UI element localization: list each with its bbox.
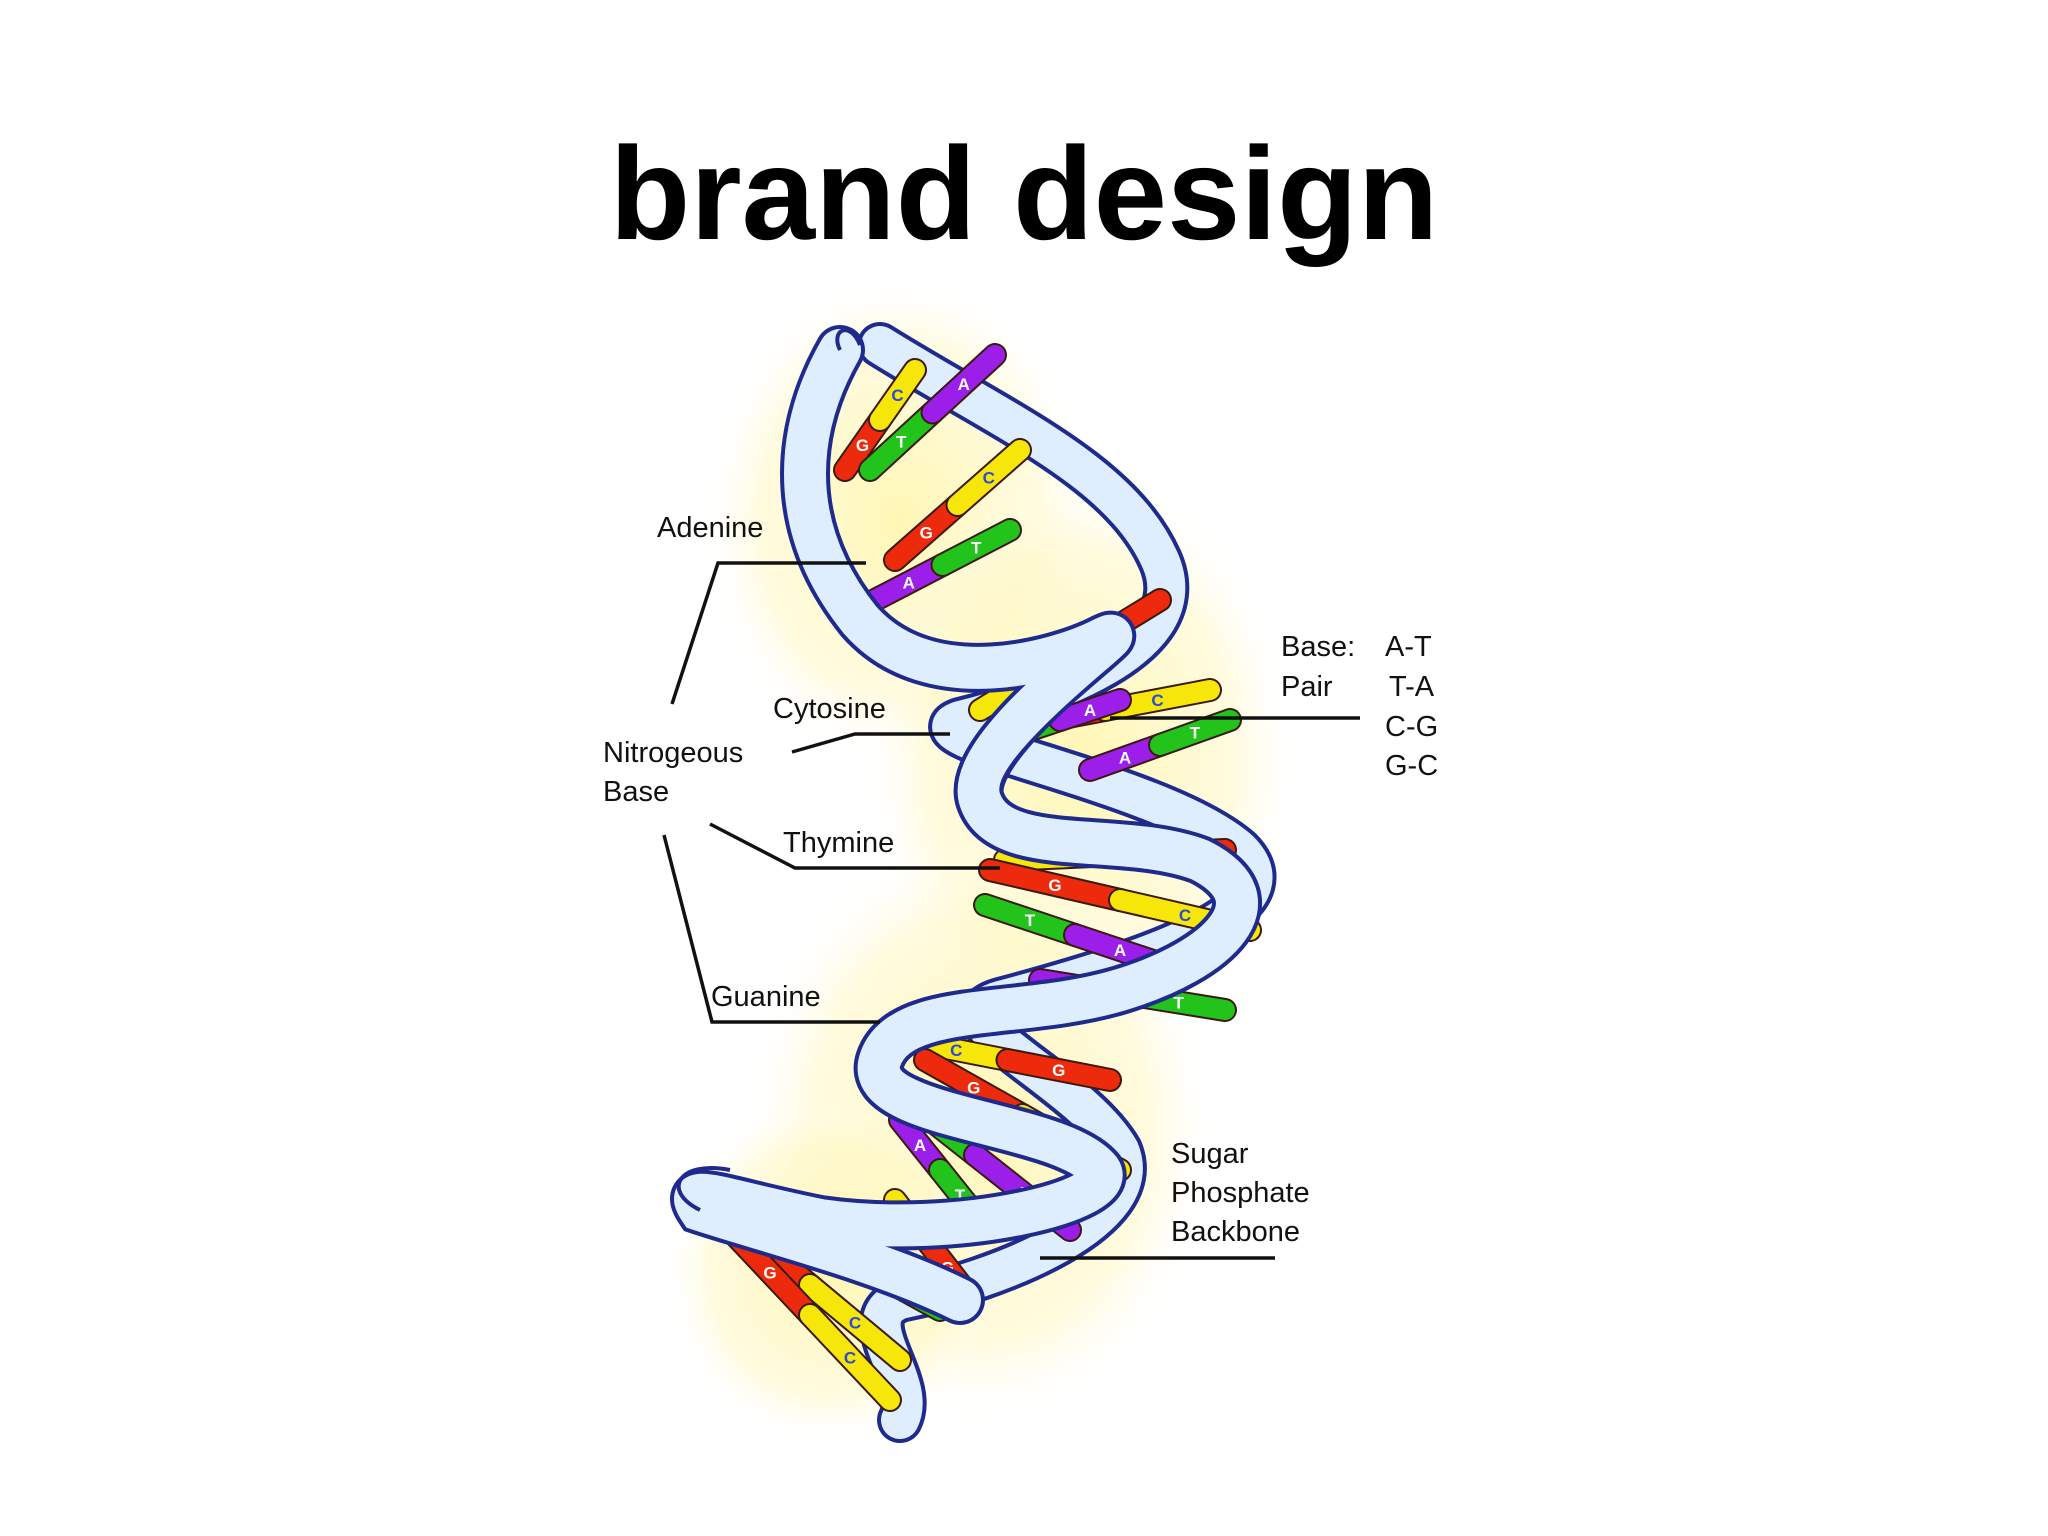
base-A <box>1080 735 1170 780</box>
label-base-pair-base: Base: <box>1281 631 1355 663</box>
base-letter: T <box>955 1186 966 1205</box>
base-letter: G <box>763 1264 776 1283</box>
base-letter: T <box>1190 724 1201 743</box>
label-cytosine: Cytosine <box>773 693 886 725</box>
base-letter: T <box>1025 911 1036 930</box>
label-base-pair-pair: Pair <box>1281 671 1333 703</box>
backbone-strand-front <box>670 325 1262 1325</box>
base-letter: G <box>1052 1061 1065 1080</box>
base-letter: G <box>1048 876 1061 895</box>
label-adenine: Adenine <box>657 512 763 544</box>
thymine-leader <box>709 822 1000 870</box>
base-letter: A <box>903 574 915 593</box>
guanine-leader <box>662 834 880 1024</box>
cytosine-leader <box>791 732 950 754</box>
label-pair-gc: G-C <box>1385 750 1438 782</box>
base-T <box>975 895 1085 945</box>
base-pair-1: GC <box>833 358 927 482</box>
slide-title: brand design <box>609 120 1439 267</box>
base-letter: C <box>1151 691 1163 710</box>
base-letter: T <box>896 432 907 451</box>
base-T <box>860 402 943 480</box>
label-thymine: Thymine <box>783 827 894 859</box>
label-pair-cg: C-G <box>1385 711 1438 743</box>
label-backbone: Backbone <box>1171 1216 1300 1248</box>
base-letter: C <box>1179 906 1191 925</box>
label-guanine: Guanine <box>711 981 821 1013</box>
base-letter: A <box>914 1136 926 1155</box>
base-C <box>800 1275 910 1370</box>
diagram-labels: Adenine Cytosine Nitrogeous Base Thymine… <box>603 512 1438 1248</box>
label-nitrogeous: Nitrogeous <box>603 737 743 769</box>
base-letter: C <box>950 1041 962 1060</box>
base-G <box>885 495 968 570</box>
base-A <box>1050 690 1130 730</box>
label-base: Base <box>603 776 669 808</box>
adenine-leader <box>670 561 866 705</box>
base-C <box>870 360 925 430</box>
base-G <box>997 1050 1120 1090</box>
base-C <box>800 1305 900 1410</box>
label-sugar: Sugar <box>1171 1138 1249 1170</box>
base-letter: G <box>920 524 933 543</box>
base-pair-2: TA <box>858 343 1007 482</box>
base-letter: C <box>891 386 903 405</box>
base-pair-8: AT <box>1078 708 1242 782</box>
base-letter: T <box>1174 994 1185 1013</box>
base-G <box>980 860 1130 910</box>
label-phosphate: Phosphate <box>1171 1177 1310 1209</box>
base-A <box>922 345 1005 423</box>
base-T <box>932 520 1020 575</box>
label-pair-at: A-T <box>1385 631 1432 663</box>
base-pair-3: GC <box>883 438 1032 572</box>
base-letter: C <box>844 1349 856 1368</box>
base-T <box>1150 710 1240 755</box>
base-C <box>947 440 1030 515</box>
base-pair-4: AT <box>863 518 1022 612</box>
base-letter: C <box>983 469 995 488</box>
base-letter: G <box>967 1079 980 1098</box>
base-letter: G <box>856 436 869 455</box>
base-letter: A <box>1084 701 1096 720</box>
base-letter: A <box>1119 749 1131 768</box>
base-letter: C <box>849 1314 861 1333</box>
base-letter: T <box>971 539 982 558</box>
base-letter: A <box>958 375 970 394</box>
base-A <box>865 555 953 610</box>
leader-lines <box>662 561 1360 1260</box>
label-pair-ta: T-A <box>1389 671 1435 703</box>
base-letter: A <box>1114 941 1126 960</box>
